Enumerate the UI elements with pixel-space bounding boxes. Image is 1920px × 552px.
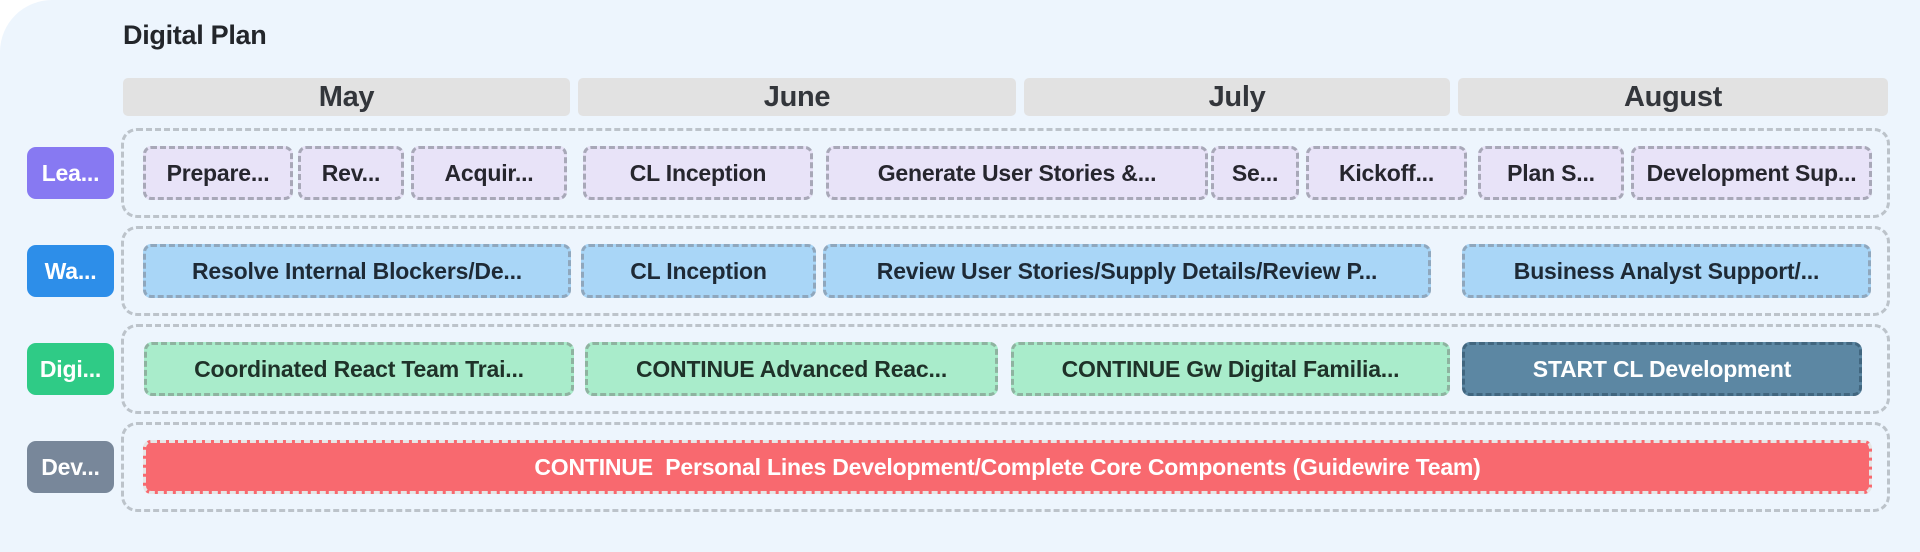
task-card-generate-user-stories[interactable]: Generate User Stories &... bbox=[826, 146, 1208, 200]
lane-container-wa[interactable]: Resolve Internal Blockers/De...CL Incept… bbox=[121, 226, 1890, 316]
month-header-may: May bbox=[123, 78, 570, 116]
lane-container-dev[interactable]: CONTINUE Personal Lines Development/Comp… bbox=[121, 422, 1890, 512]
task-card-continue-gw-digital-familia[interactable]: CONTINUE Gw Digital Familia... bbox=[1011, 342, 1450, 396]
task-card-rev[interactable]: Rev... bbox=[298, 146, 404, 200]
task-card-business-analyst-support[interactable]: Business Analyst Support/... bbox=[1462, 244, 1871, 298]
lane-label-digi[interactable]: Digi... bbox=[27, 343, 114, 395]
task-card-resolve-internal-blockers-de[interactable]: Resolve Internal Blockers/De... bbox=[143, 244, 571, 298]
task-card-cl-inception[interactable]: CL Inception bbox=[583, 146, 813, 200]
task-card-se[interactable]: Se... bbox=[1211, 146, 1299, 200]
lane-label-wa[interactable]: Wa... bbox=[27, 245, 114, 297]
task-card-acquir[interactable]: Acquir... bbox=[411, 146, 567, 200]
lane-label-lea[interactable]: Lea... bbox=[27, 147, 114, 199]
task-card-continue-advanced-reac[interactable]: CONTINUE Advanced Reac... bbox=[585, 342, 998, 396]
lane-label-dev[interactable]: Dev... bbox=[27, 441, 114, 493]
task-card-prepare[interactable]: Prepare... bbox=[143, 146, 293, 200]
task-card-cl-inception[interactable]: CL Inception bbox=[581, 244, 816, 298]
month-header-june: June bbox=[578, 78, 1016, 116]
month-header-august: August bbox=[1458, 78, 1888, 116]
task-card-plan-s[interactable]: Plan S... bbox=[1478, 146, 1624, 200]
task-card-start-cl-development[interactable]: START CL Development bbox=[1462, 342, 1862, 396]
task-card-kickoff[interactable]: Kickoff... bbox=[1306, 146, 1467, 200]
task-card-coordinated-react-team-trai[interactable]: Coordinated React Team Trai... bbox=[144, 342, 574, 396]
page-title: Digital Plan bbox=[123, 20, 267, 50]
task-card-development-sup[interactable]: Development Sup... bbox=[1631, 146, 1872, 200]
month-header-july: July bbox=[1024, 78, 1450, 116]
task-card-continue-personal-lines-development-complete-core-components-guidewire-team[interactable]: CONTINUE Personal Lines Development/Comp… bbox=[143, 440, 1872, 494]
task-card-review-user-stories-supply-details-review-p[interactable]: Review User Stories/Supply Details/Revie… bbox=[823, 244, 1431, 298]
lane-container-digi[interactable]: Coordinated React Team Trai...CONTINUE A… bbox=[121, 324, 1890, 414]
